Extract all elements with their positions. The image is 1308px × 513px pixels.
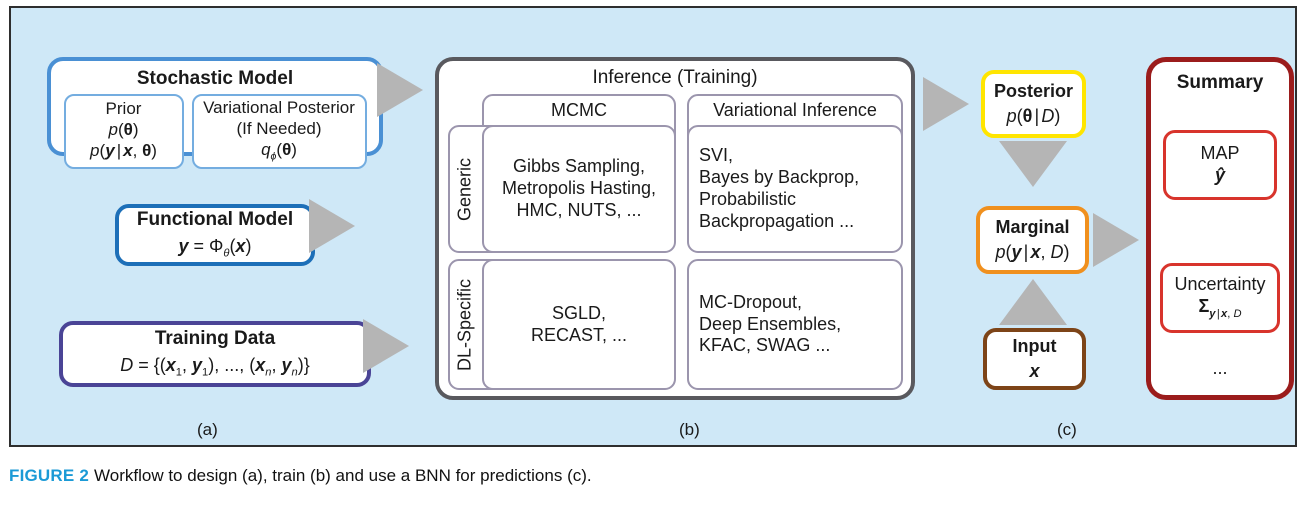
prior-title: Prior [105,99,142,119]
cell-dl-vi-line-1: MC-Dropout, [699,291,803,312]
cell-dl-vi-line-3: KFAC, SWAG ... [699,335,831,356]
variational-posterior-formula: qϕ(θ) [261,139,297,163]
summary-box: Summary [1146,57,1294,400]
training-data-title: Training Data [154,328,276,350]
dl-specific-label: DL-Specific [454,278,475,371]
map-title: MAP [1200,143,1240,164]
inference-title: Inference (Training) [592,67,758,88]
arrow-data-to-inference [363,319,409,373]
input-title: Input [1012,335,1057,356]
cell-generic-variational: SVI, Bayes by Backprop, Probabilistic Ba… [687,125,903,253]
cell-dl-mcmc-line-2: RECAST, ... [530,324,628,345]
prior-box: Prior p(θ) p(y|x, θ) [63,94,184,169]
part-label-b: (b) [679,420,700,439]
part-label-c: (c) [1057,420,1077,439]
marginal-title: Marginal [995,216,1070,237]
stochastic-model-box: Stochastic Model Prior p(θ) p(y|x, θ) Va… [47,57,383,169]
uncertainty-box: Uncertainty Σy|x, D [1160,263,1280,333]
prior-formula-2: p(y|x, θ) [90,140,157,160]
posterior-title: Posterior [993,80,1074,101]
cell-dl-mcmc-line-1: SGLD, [551,302,607,323]
part-label-a: (a) [197,420,218,439]
functional-model-title: Functional Model [136,209,294,231]
variational-inference-label: Variational Inference [713,100,877,120]
cell-generic-mcmc-line-1: Gibbs Sampling, [512,156,646,177]
stochastic-model-title: Stochastic Model [136,68,294,89]
training-data-formula: D = {(x1, y1), ..., (xn, yn)} [120,355,310,380]
generic-label: Generic [454,157,475,221]
summary-title: Summary [1176,72,1264,93]
summary-ellipsis: ... [1212,358,1228,378]
cell-dl-specific-mcmc: SGLD, RECAST, ... [482,259,676,390]
posterior-box: Posterior p(θ|D) [981,70,1086,138]
figure-number: FIGURE 2 [9,466,90,485]
figure-caption-text: Workflow to design (a), train (b) and us… [94,466,592,485]
prior-formula-1: p(θ) [108,120,139,140]
cell-generic-mcmc: Gibbs Sampling, Metropolis Hasting, HMC,… [482,125,676,253]
training-data-box: Training Data D = {(x1, y1), ..., (xn, y… [59,321,371,387]
uncertainty-title: Uncertainty [1174,274,1266,295]
input-box: Input x [983,328,1086,390]
cell-generic-vi-line-3: Probabilistic [699,189,797,209]
variational-posterior-line-2: (If Needed) [236,118,322,138]
cell-generic-vi-line-1: SVI, [699,145,734,166]
marginal-formula: p(y|x, D) [995,241,1070,262]
variational-posterior-line-1: Variational Posterior [203,98,355,118]
map-formula: ŷ [1214,165,1225,185]
map-box: MAP ŷ [1163,130,1277,200]
stochastic-model-inner-group: Prior p(θ) p(y|x, θ) Variational Posteri… [51,94,379,169]
arrow-posterior-to-marginal [999,141,1067,187]
mcmc-label: MCMC [551,100,607,120]
input-formula: x [1029,360,1040,381]
uncertainty-formula: Σy|x, D [1198,296,1242,320]
arrow-input-to-marginal [999,279,1067,325]
marginal-box: Marginal p(y|x, D) [976,206,1089,274]
cell-generic-vi-line-2: Bayes by Backprop, [699,167,860,188]
functional-model-formula: y = Φθ(x) [178,236,252,261]
cell-generic-mcmc-line-2: Metropolis Hasting, [501,178,657,199]
cell-generic-mcmc-line-3: HMC, NUTS, ... [516,199,642,220]
arrow-marginal-to-summary [1093,213,1139,267]
arrow-inference-to-posterior [923,77,969,131]
figure-canvas: Stochastic Model Prior p(θ) p(y|x, θ) Va… [9,6,1297,447]
cell-dl-specific-variational: MC-Dropout, Deep Ensembles, KFAC, SWAG .… [687,259,903,390]
cell-generic-vi-line-4: Backpropagation ... [699,210,855,231]
posterior-formula: p(θ|D) [1006,105,1061,126]
variational-posterior-box: Variational Posterior (If Needed) qϕ(θ) [191,94,367,169]
arrow-stochastic-to-inference [377,63,423,117]
arrow-functional-to-inference [309,199,355,253]
functional-model-box: Functional Model y = Φθ(x) [115,204,315,266]
cell-dl-vi-line-2: Deep Ensembles, [699,313,842,334]
